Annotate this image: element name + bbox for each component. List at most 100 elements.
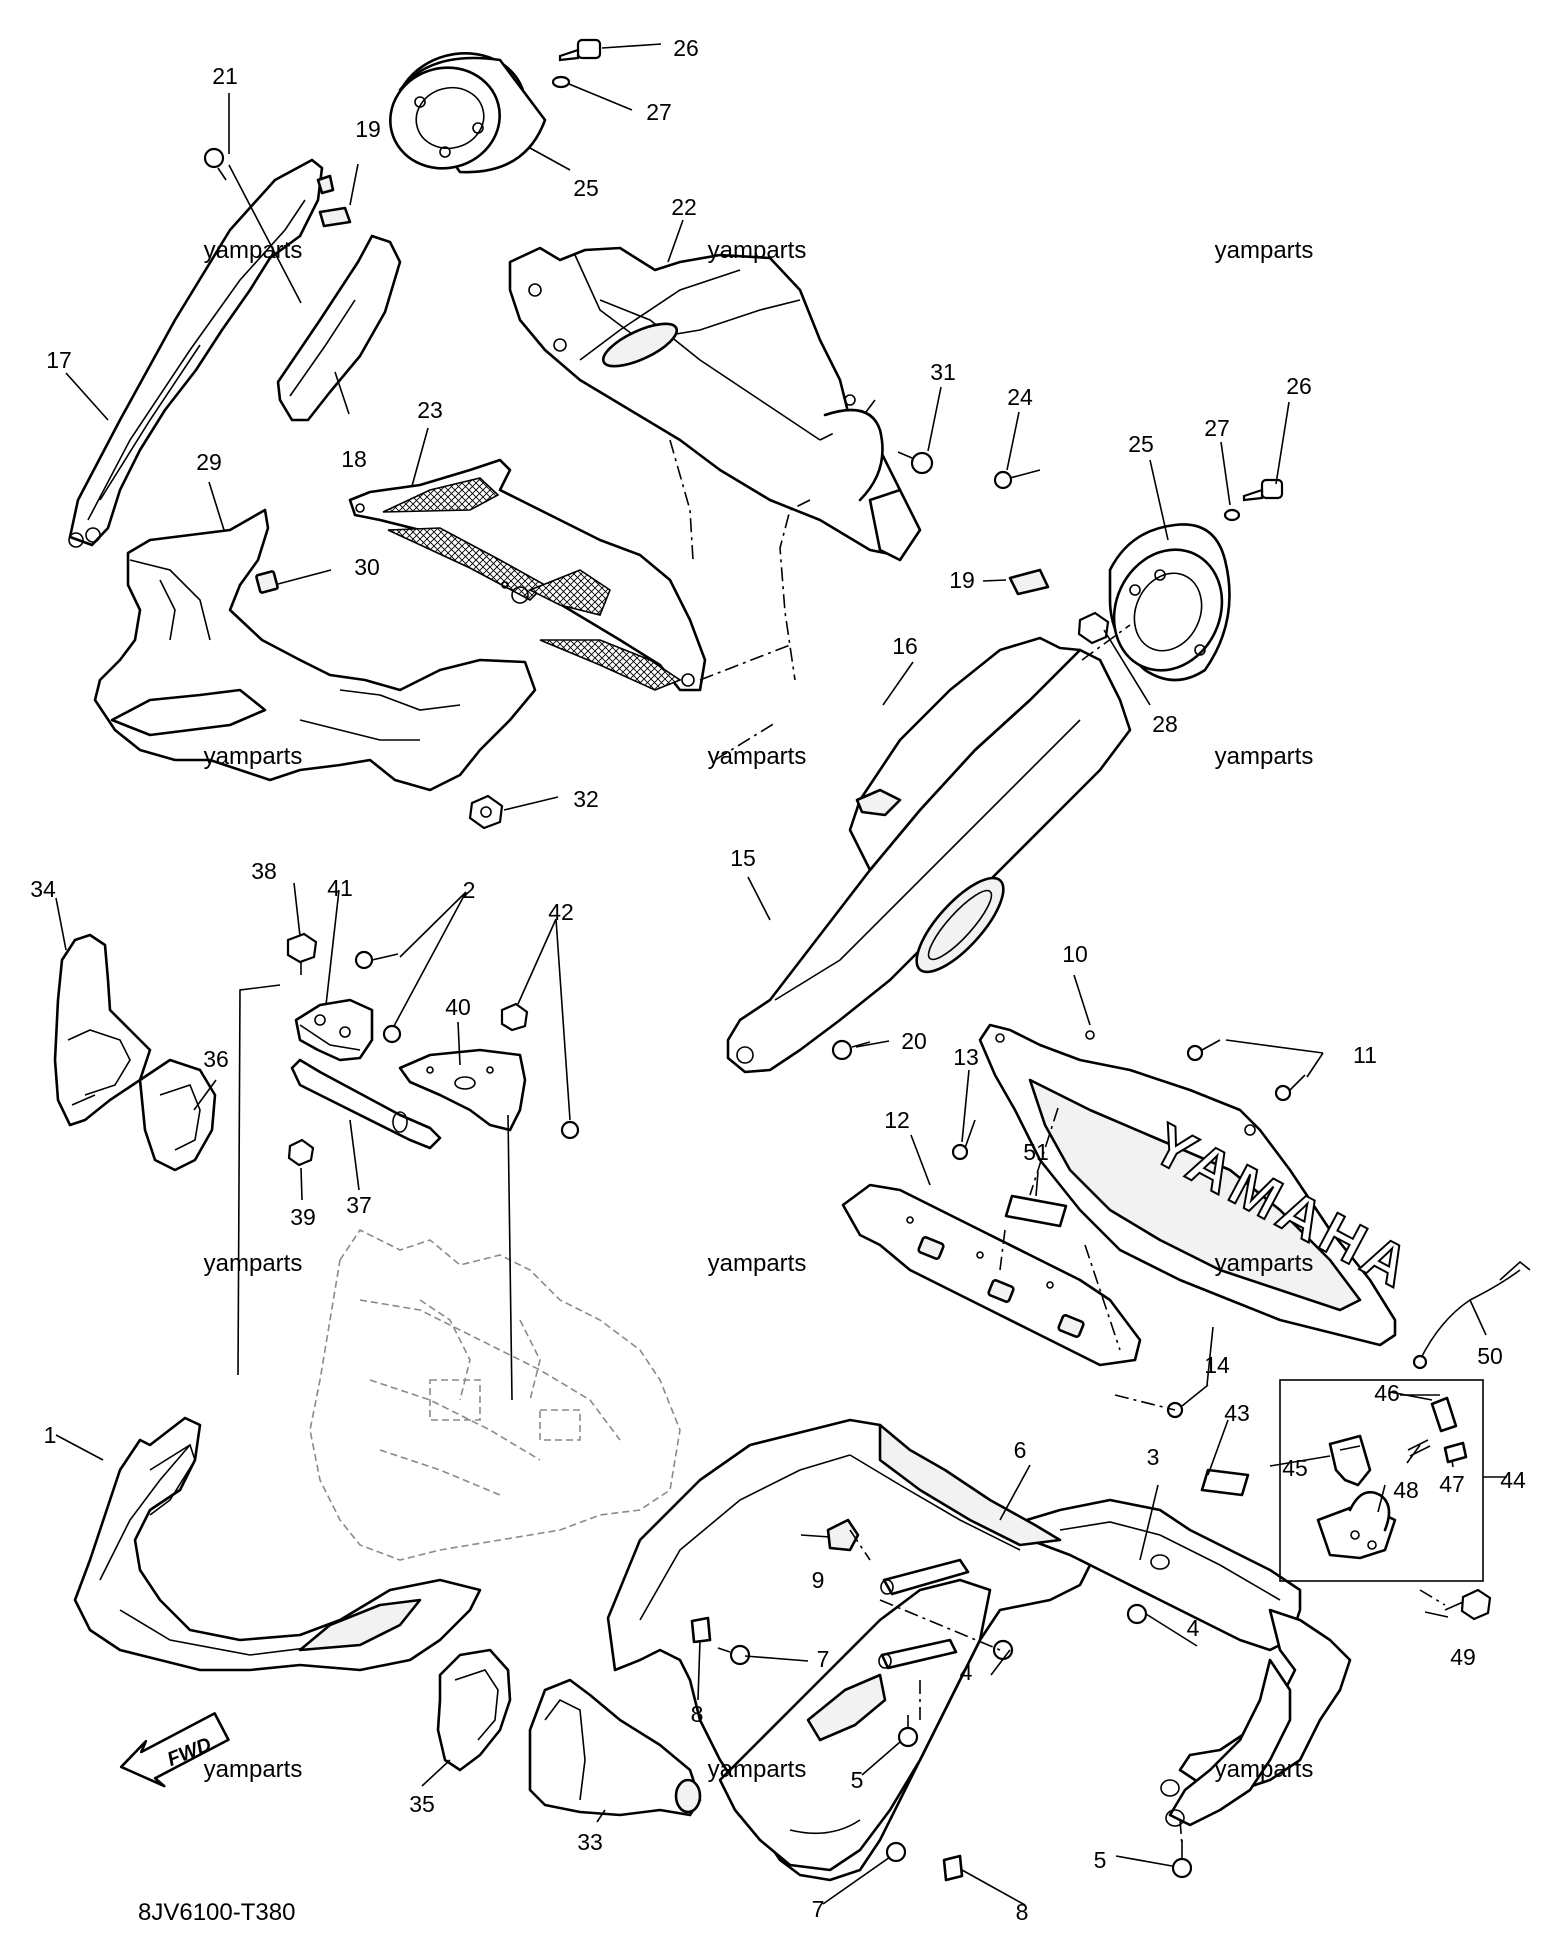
callout-51: 51 (1023, 1139, 1049, 1165)
watermark: yamparts (204, 1756, 303, 1783)
clip-8a (690, 1616, 712, 1644)
callout-7b: 7 (812, 1896, 825, 1922)
watermark: yamparts (1215, 1756, 1314, 1783)
diagram-code: 8JV6100-T380 (138, 1899, 295, 1926)
callout-28: 28 (1152, 711, 1178, 737)
callout-35: 35 (409, 1791, 435, 1817)
nut-32 (468, 794, 504, 830)
callout-26b: 26 (1286, 373, 1312, 399)
callout-27b: 27 (1204, 415, 1230, 441)
bolt-26-top (558, 38, 602, 62)
bolt-5b (1171, 1840, 1193, 1879)
callout-5b: 5 (1094, 1847, 1107, 1873)
callout-18: 18 (341, 446, 367, 472)
callout-40: 40 (445, 994, 471, 1020)
callout-30: 30 (354, 554, 380, 580)
callout-46: 46 (1374, 1380, 1400, 1406)
callout-25b: 25 (1128, 431, 1154, 457)
watermark: yamparts (708, 237, 807, 264)
bolt-49 (1444, 1588, 1492, 1621)
under-cowl-bracket-12 (841, 1183, 1142, 1367)
callout-7a: 7 (817, 1646, 830, 1672)
inner-panel-22 (508, 246, 922, 562)
callout-41: 41 (327, 875, 353, 901)
watermark: yamparts (204, 1250, 303, 1277)
bolt-4b (1126, 1603, 1148, 1625)
bolt-7b (885, 1841, 907, 1863)
callout-8b: 8 (1016, 1899, 1029, 1925)
wire-50 (1412, 1260, 1531, 1370)
callout-23: 23 (417, 397, 443, 423)
watermark: yamparts (1215, 237, 1314, 264)
callout-19b: 19 (949, 567, 975, 593)
leader-lines (55, 43, 1507, 1906)
callout-26a: 26 (673, 35, 699, 61)
callout-48: 48 (1393, 1477, 1419, 1503)
bolt-42a (500, 1002, 529, 1032)
callout-4b: 4 (1187, 1615, 1200, 1641)
callout-3: 3 (1147, 1444, 1160, 1470)
callout-24: 24 (1007, 384, 1033, 410)
side-cowling-17 (68, 158, 324, 548)
callout-16: 16 (892, 633, 918, 659)
cover-35 (436, 1648, 512, 1772)
callout-9: 9 (812, 1567, 825, 1593)
muffler-cover-15 (726, 648, 1132, 1074)
callout-50: 50 (1477, 1343, 1503, 1369)
callout-27a: 27 (646, 99, 672, 125)
frame-reference (309, 1228, 681, 1561)
bolt-42b (560, 1120, 580, 1140)
bolt-20 (831, 1039, 871, 1061)
watermark: yamparts (708, 743, 807, 770)
pad-19-top (316, 174, 352, 228)
clip-8b (942, 1854, 964, 1882)
callout-44: 44 (1500, 1467, 1526, 1493)
callout-33: 33 (577, 1829, 603, 1855)
callout-42: 42 (548, 899, 574, 925)
bolt-5a (897, 1715, 919, 1748)
label-51 (1004, 1194, 1068, 1228)
washer-27-right (1223, 508, 1241, 522)
rivet-13 (951, 1119, 976, 1161)
bolt-21 (203, 147, 227, 181)
callout-39: 39 (290, 1204, 316, 1230)
bolt-7a (717, 1644, 751, 1666)
callout-6: 6 (1014, 1437, 1027, 1463)
callout-47: 47 (1439, 1471, 1465, 1497)
duct-ring-25-right (1108, 523, 1231, 682)
rivet-14 (1166, 1384, 1209, 1419)
air-duct-29 (93, 508, 537, 792)
stay-rod-37 (290, 1058, 442, 1150)
callout-1: 1 (44, 1422, 57, 1448)
rivet-11b (1274, 1074, 1306, 1102)
callout-43: 43 (1224, 1400, 1250, 1426)
callout-32: 32 (573, 786, 599, 812)
pipe-stays-4 (878, 1558, 970, 1670)
mesh-panel-23 (348, 458, 707, 692)
callout-4a: 4 (960, 1659, 973, 1685)
callout-19a: 19 (355, 116, 381, 142)
front-cowl-1 (73, 1416, 482, 1672)
callout-10: 10 (1062, 941, 1088, 967)
bolt-38 (286, 932, 318, 975)
callout-34: 34 (30, 876, 56, 902)
callout-17: 17 (46, 347, 72, 373)
bracket-assembly-44-box (1279, 1379, 1484, 1582)
callout-45: 45 (1282, 1455, 1308, 1481)
guard-34 (53, 933, 152, 1127)
callout-38: 38 (251, 858, 277, 884)
callout-49: 49 (1450, 1644, 1476, 1670)
callout-11: 11 (1353, 1042, 1377, 1068)
callout-15: 15 (730, 845, 756, 871)
watermark: yamparts (1215, 743, 1314, 770)
muffler-cover-16 (848, 636, 1082, 872)
washer-27-top (551, 75, 571, 89)
engine-guard-3 (1018, 1498, 1352, 1827)
stay-40 (398, 1048, 527, 1132)
nut-39 (287, 1138, 315, 1167)
side-cover-inner-18 (276, 234, 402, 422)
rivet-11a (1186, 1039, 1221, 1062)
callout-13: 13 (953, 1044, 979, 1070)
callout-25a: 25 (573, 175, 599, 201)
cover-33 (528, 1678, 702, 1817)
